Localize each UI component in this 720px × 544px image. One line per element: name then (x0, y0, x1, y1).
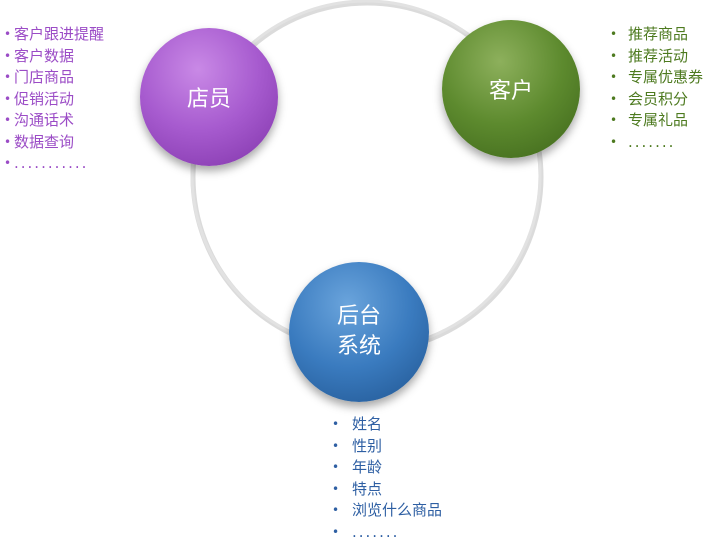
list-item: 客户数据 (4, 46, 104, 68)
list-item-ellipsis: ....... (610, 132, 703, 154)
list-item-ellipsis: ........... (4, 153, 104, 175)
backend-node-label-line2: 系统 (336, 334, 381, 359)
backend-system-node: 后台 系统 (289, 262, 429, 402)
list-item: 沟通话术 (4, 110, 104, 132)
list-item: 年龄 (332, 457, 442, 479)
list-item: 门店商品 (4, 67, 104, 89)
list-item: 特点 (332, 479, 442, 501)
customer-feature-list: 推荐商品 推荐活动 专属优惠券 会员积分 专属礼品 ....... (610, 24, 703, 153)
customer-node: 客户 (442, 20, 580, 158)
staff-feature-list: 客户跟进提醒 客户数据 门店商品 促销活动 沟通话术 数据查询 ........… (4, 24, 104, 175)
backend-data-list: 姓名 性别 年龄 特点 浏览什么商品 ....... (332, 414, 442, 543)
list-item: 专属礼品 (610, 110, 703, 132)
list-item-ellipsis: ....... (332, 522, 442, 544)
staff-node-label: 店员 (186, 87, 231, 112)
list-item: 专属优惠券 (610, 67, 703, 89)
list-item: 推荐活动 (610, 46, 703, 68)
list-item: 数据查询 (4, 132, 104, 154)
list-item: 性别 (332, 436, 442, 458)
list-item: 姓名 (332, 414, 442, 436)
staff-node: 店员 (140, 28, 278, 166)
list-item: 推荐商品 (610, 24, 703, 46)
list-item: 会员积分 (610, 89, 703, 111)
list-item: 浏览什么商品 (332, 500, 442, 522)
backend-node-label-line1: 后台 (336, 304, 381, 329)
list-item: 促销活动 (4, 89, 104, 111)
list-item: 客户跟进提醒 (4, 24, 104, 46)
customer-node-label: 客户 (488, 79, 533, 104)
